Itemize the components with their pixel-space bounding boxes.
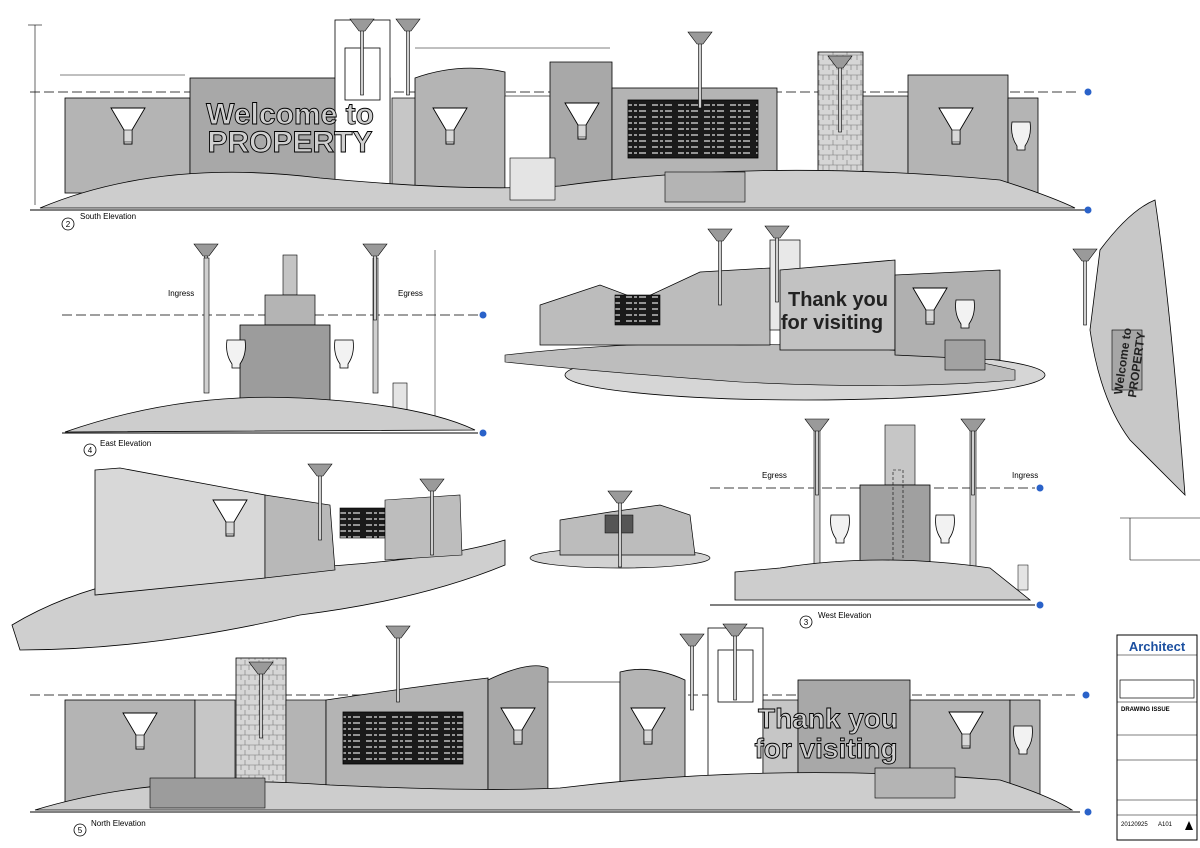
3d-view-thumbnail: [529, 490, 711, 569]
3d-view-perspective: [11, 463, 506, 651]
detail-sketch: [1120, 517, 1200, 561]
east-egress-label: Egress: [398, 289, 423, 298]
drawing-number: A101: [1158, 822, 1173, 828]
west-elevation-label: West Elevation: [818, 611, 871, 620]
drawing-date: 20120925: [1121, 822, 1148, 828]
west-view-number: 3: [804, 618, 809, 627]
west-elevation: Egress Ingress 3 West Elevation: [710, 418, 1044, 629]
west-egress-label: Egress: [762, 471, 787, 480]
thanks-3d-line1: Thank you: [788, 289, 888, 311]
title-block: Architect DRAWING ISSUE 20120925 A101: [1116, 634, 1198, 841]
south-view-number: 2: [66, 220, 71, 229]
drawing-issue-heading: DRAWING ISSUE: [1121, 707, 1170, 713]
west-ingress-label: Ingress: [1012, 471, 1038, 480]
north-elevation-label: North Elevation: [91, 819, 146, 828]
east-elevation: Ingress Egress 4 East Elevation: [62, 243, 487, 457]
south-elevation-label: South Elevation: [80, 212, 136, 221]
welcome-sign-line2: PROPERTY: [207, 126, 372, 159]
3d-view-side: Welcome to PROPERTY: [1072, 199, 1186, 497]
thanks-sign-line2: for visiting: [754, 733, 897, 764]
3d-view-thank-you: Thank you for visiting: [504, 225, 1046, 401]
south-elevation: Welcome to PROPERTY 2 South Elevation: [28, 18, 1092, 231]
thanks-3d-line2: for visiting: [781, 312, 883, 334]
thanks-sign-line1: Thank you: [758, 703, 898, 734]
east-elevation-label: East Elevation: [100, 439, 151, 448]
east-view-number: 4: [88, 446, 93, 455]
east-ingress-label: Ingress: [168, 289, 194, 298]
firm-name: Architect: [1129, 639, 1186, 654]
north-view-number: 5: [78, 826, 83, 835]
north-elevation: Thank you for visiting 5 North Elevation: [30, 623, 1092, 837]
welcome-sign-line1: Welcome to: [206, 98, 374, 131]
